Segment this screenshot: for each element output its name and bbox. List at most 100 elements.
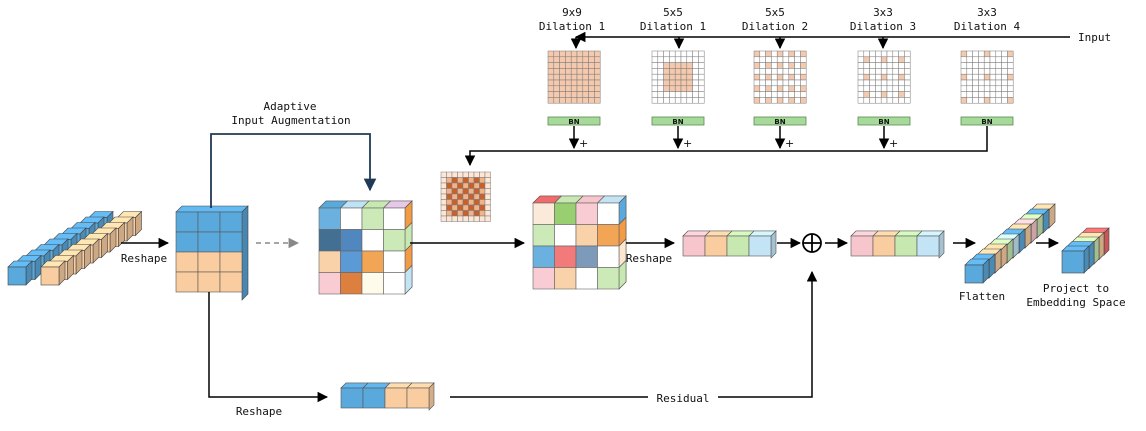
dilated-kernel-branches <box>547 50 1014 104</box>
merged-kernel <box>440 171 491 222</box>
voxel-cell <box>597 267 620 290</box>
voxel-cell <box>383 207 406 230</box>
voxel-cell <box>575 224 598 247</box>
branch-5-dilation: Dilation 4 <box>954 20 1021 33</box>
project-label-1: Project to <box>1043 282 1109 295</box>
voxel-cell <box>532 267 555 290</box>
voxel-cell <box>340 272 363 295</box>
input-token-blue <box>7 260 33 286</box>
voxel-cell <box>383 250 406 273</box>
token-row-residual <box>340 382 435 411</box>
stack-cell <box>175 251 199 273</box>
stack-cell <box>219 231 243 253</box>
svg-text:BN: BN <box>672 118 683 126</box>
svg-text:+: + <box>683 137 692 150</box>
branch-3-kernel: 5x5 <box>765 6 785 19</box>
voxel-cell <box>383 229 406 252</box>
voxel-cell <box>361 207 384 230</box>
input-token-peach <box>40 260 66 286</box>
stack-cell <box>197 271 221 293</box>
kernel-grid-4 <box>857 50 911 104</box>
voxel-cell <box>597 245 620 268</box>
kernel-grid-3 <box>753 50 807 104</box>
voxel-cell <box>554 202 577 225</box>
svg-text:+: + <box>785 137 794 150</box>
svg-text:+: + <box>889 137 898 150</box>
voxel-cell <box>318 229 341 252</box>
voxel-cell <box>597 224 620 247</box>
reshaped-feature-stack <box>175 205 249 301</box>
embedding-token <box>1061 245 1090 274</box>
token-row-summed <box>850 230 945 259</box>
svg-text:BN: BN <box>981 118 992 126</box>
branch-1-kernel: 9x9 <box>562 6 582 19</box>
reshape-label-mid: Reshape <box>626 252 672 265</box>
stack-cell <box>219 211 243 233</box>
flat-token <box>982 243 1008 269</box>
voxel-cell <box>361 272 384 295</box>
voxel-cell <box>575 245 598 268</box>
augmentation-arrow <box>210 133 377 208</box>
stack-cell <box>175 231 199 253</box>
token-row-reshaped <box>682 230 777 259</box>
reshape-label-bottom: Reshape <box>236 405 282 418</box>
input-token-sequence <box>7 210 143 286</box>
flatten-label: Flatten <box>959 290 1005 303</box>
embedding-block <box>1061 227 1110 274</box>
voxel-cell <box>532 245 555 268</box>
voxel-cell <box>318 207 341 230</box>
input-label: Input <box>1078 31 1111 44</box>
stack-cell <box>219 271 243 293</box>
svg-text:BN: BN <box>568 118 579 126</box>
voxel-cell <box>383 272 406 295</box>
stack-cell <box>197 211 221 233</box>
adaptive-label-1: Adaptive <box>264 100 317 113</box>
voxel-cell <box>340 207 363 230</box>
voxel-cell <box>361 229 384 252</box>
kernel-grid-2 <box>651 50 705 104</box>
flat-token <box>964 258 990 284</box>
voxel-cell <box>340 250 363 273</box>
svg-text:BN: BN <box>878 118 889 126</box>
branch-5-kernel: 3x3 <box>977 6 997 19</box>
flattened-sequence <box>964 203 1056 284</box>
stack-cell <box>197 251 221 273</box>
branch-1-dilation: Dilation 1 <box>539 20 605 33</box>
svg-text:BN: BN <box>774 118 785 126</box>
voxel-cell <box>575 267 598 290</box>
voxel-cell <box>361 250 384 273</box>
stack-cell <box>175 211 199 233</box>
voxel-cell <box>554 267 577 290</box>
branch-3-dilation: Dilation 2 <box>742 20 808 33</box>
augmented-feature-cube <box>318 200 413 295</box>
connectors <box>121 31 1070 403</box>
token-rows <box>340 230 945 411</box>
reshape-label-left: Reshape <box>121 252 167 265</box>
voxel-cell <box>318 272 341 295</box>
voxel-cell <box>318 250 341 273</box>
convolved-feature-cube <box>532 195 627 290</box>
svg-text:+: + <box>579 137 588 150</box>
bn-bars: BN BN BN BN BN + + + + <box>547 116 1014 150</box>
stack-cell <box>197 231 221 253</box>
project-label-2: Embedding Space <box>1026 296 1125 309</box>
voxel-cell <box>575 202 598 225</box>
voxel-cell <box>532 224 555 247</box>
kernel-grid-5 <box>960 50 1014 104</box>
residual-label: Residual <box>657 392 710 405</box>
branch-2-dilation: Dilation 1 <box>640 20 706 33</box>
voxel-cell <box>554 245 577 268</box>
voxel-cell <box>340 229 363 252</box>
branch-4-kernel: 3x3 <box>873 6 893 19</box>
voxel-cell <box>532 202 555 225</box>
branch-4-dilation: Dilation 3 <box>850 20 916 33</box>
adaptive-label-2: Input Augmentation <box>231 114 350 127</box>
sum-circle-icon <box>802 233 822 253</box>
kernel-grid-1 <box>547 50 601 104</box>
stack-cell <box>175 271 199 293</box>
voxel-cell <box>554 224 577 247</box>
branch-2-kernel: 5x5 <box>663 6 683 19</box>
stack-cell <box>219 251 243 273</box>
voxel-cell <box>597 202 620 225</box>
